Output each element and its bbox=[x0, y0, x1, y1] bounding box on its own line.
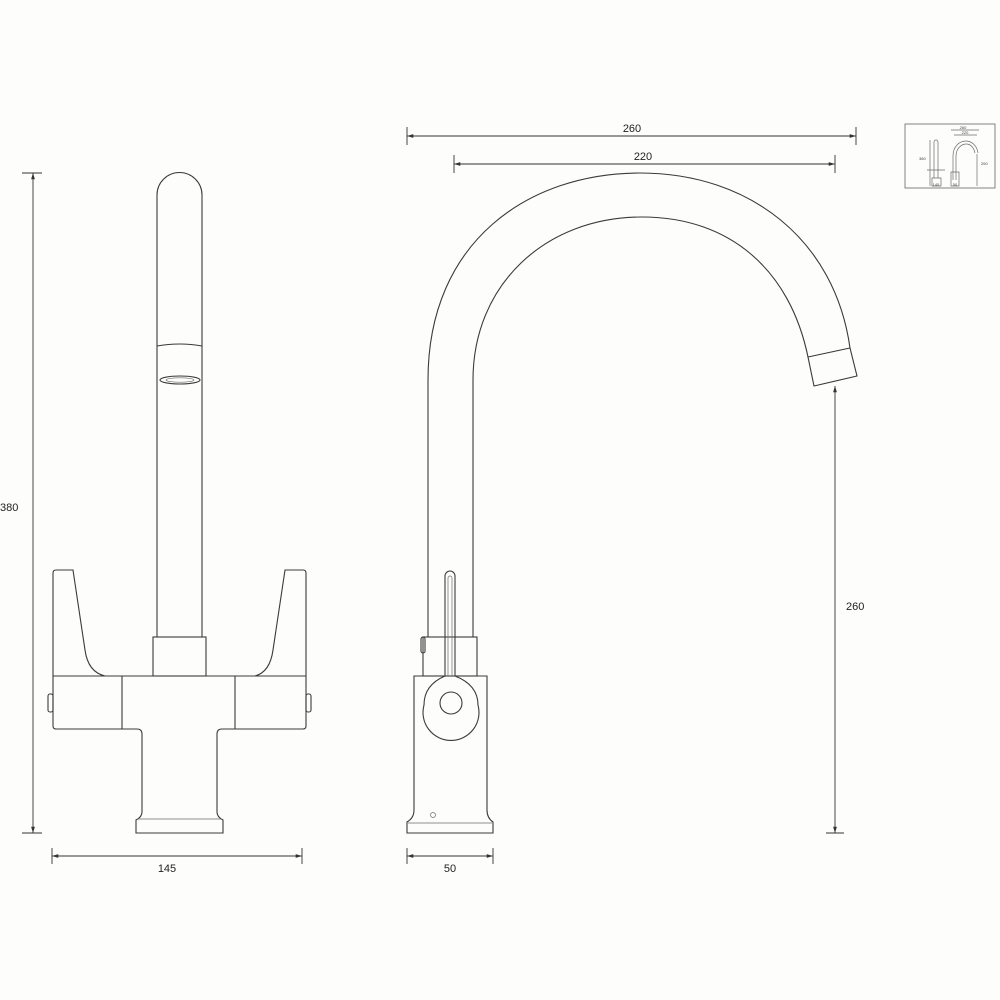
front-spout-pipe bbox=[156, 171, 203, 637]
spout-nozzle bbox=[807, 347, 858, 387]
front-body bbox=[52, 675, 307, 834]
front-aerator-inner bbox=[165, 377, 195, 383]
spout-outer bbox=[427, 172, 851, 637]
side-view bbox=[406, 172, 858, 834]
front-collar bbox=[152, 636, 207, 677]
height-label: 380 bbox=[0, 502, 18, 514]
thumb-label-220: 220 bbox=[962, 130, 969, 135]
left-button bbox=[47, 693, 54, 713]
left-lever bbox=[52, 569, 106, 677]
thumb-label-260: 260 bbox=[960, 125, 967, 130]
right-lever bbox=[254, 569, 307, 677]
lever-pivot bbox=[439, 691, 463, 715]
base-width-label: 50 bbox=[444, 863, 456, 875]
side-collar bbox=[422, 636, 478, 677]
side-screw bbox=[430, 812, 436, 818]
side-lever-inner bbox=[447, 575, 453, 676]
front-aerator-ring bbox=[159, 375, 201, 385]
side-dimensions: 260 220 260 50 bbox=[406, 123, 864, 875]
thumb-label-50: 50 bbox=[953, 182, 958, 187]
front-view bbox=[47, 171, 312, 834]
right-button bbox=[305, 693, 312, 713]
spout-reach-label: 220 bbox=[634, 151, 652, 163]
thumbnail-preview[interactable]: 260 220 380 260 145 50 bbox=[904, 123, 996, 189]
spout-inner bbox=[472, 216, 809, 637]
thumb-label-380: 380 bbox=[919, 156, 926, 161]
spout-height-label: 260 bbox=[846, 601, 864, 613]
side-lever bbox=[422, 570, 480, 741]
thumb-label-145: 145 bbox=[933, 182, 940, 187]
front-aerator-band bbox=[156, 343, 203, 347]
side-body bbox=[406, 675, 494, 834]
front-dimensions: 380 145 bbox=[0, 172, 303, 875]
width-label: 145 bbox=[158, 863, 176, 875]
total-reach-label: 260 bbox=[623, 123, 641, 135]
thumb-label-260-height: 260 bbox=[981, 161, 988, 166]
side-button bbox=[420, 636, 426, 654]
